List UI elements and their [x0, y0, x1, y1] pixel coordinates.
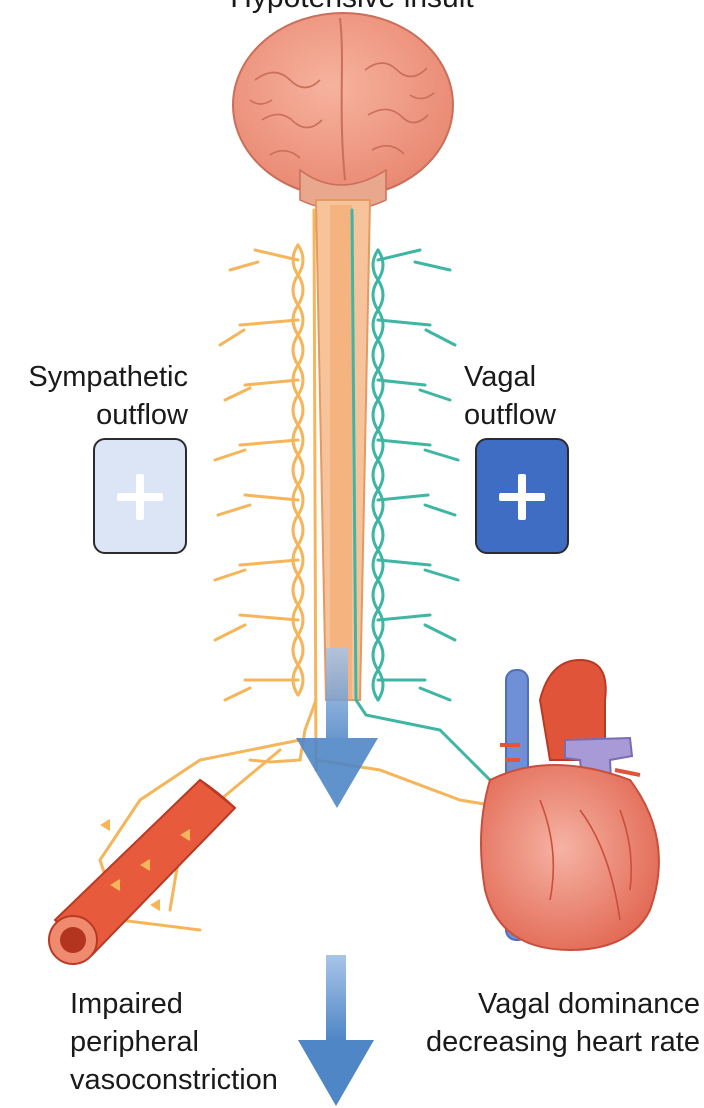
heart-label-line2: decreasing heart rate — [426, 1023, 700, 1061]
plus-icon-vertical — [518, 474, 526, 520]
vagal-plus-badge — [475, 438, 569, 554]
spinal-cord — [316, 200, 370, 700]
heart-label-line1: Vagal dominance — [426, 985, 700, 1023]
plus-icon-vertical — [136, 474, 144, 520]
sympathetic-label: Sympathetic outflow — [12, 358, 188, 434]
bottom-down-arrow — [298, 955, 374, 1106]
vagal-label-line2: outflow — [464, 396, 556, 434]
central-down-arrow — [296, 648, 378, 808]
vessel-label-line1: Impaired — [70, 985, 278, 1023]
blood-vessel — [39, 780, 235, 974]
brain — [233, 13, 453, 210]
vagal-label-line1: Vagal — [464, 358, 556, 396]
heart-label: Vagal dominance decreasing heart rate — [426, 985, 700, 1061]
sympathetic-label-line2: outflow — [12, 396, 188, 434]
vagal-label: Vagal outflow — [464, 358, 556, 434]
vessel-label-line3: vasoconstriction — [70, 1061, 278, 1099]
heart — [481, 660, 659, 950]
vessel-label: Impaired peripheral vasoconstriction — [70, 985, 278, 1099]
sympathetic-label-line1: Sympathetic — [12, 358, 188, 396]
sympathetic-plus-badge — [93, 438, 187, 554]
vessel-label-line2: peripheral — [70, 1023, 278, 1061]
